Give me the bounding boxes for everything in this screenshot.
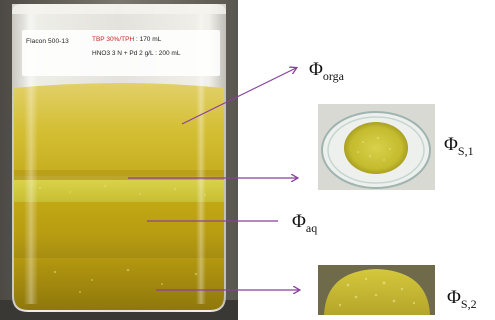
label-phi-s1: ΦS,1 (444, 135, 474, 157)
phi-subscript: S,2 (460, 297, 477, 311)
phi-subscript: aq (305, 221, 318, 235)
flask-organic-volume: : 170 mL (134, 36, 162, 43)
phi-symbol: Φ (444, 134, 458, 155)
solid-closeup-photo (318, 265, 435, 315)
flask-code-text: Flacon 500-13 (26, 38, 69, 45)
phi-subscript: S,1 (457, 144, 474, 158)
petri-dish-photo (318, 104, 435, 190)
solid-closeup-image (318, 265, 435, 315)
label-phi-aq: Φaq (292, 212, 317, 234)
flask-photo: Flacon 500-13 TBP 30%/TPH : 170 mL HNO3 … (0, 0, 238, 320)
flask-organic-text: TBP 30%/TPH (92, 36, 135, 43)
flask-composition-line2: HNO3 3 N + Pd 2 g/L : 200 mL (92, 50, 181, 57)
label-phi-orga: Φorga (309, 60, 344, 82)
flask-composition-line1: TBP 30%/TPH : 170 mL (92, 36, 161, 43)
label-phi-s2: ΦS,2 (447, 288, 477, 310)
flask-sticker: Flacon 500-13 TBP 30%/TPH : 170 mL HNO3 … (22, 30, 220, 76)
phi-symbol: Φ (292, 211, 306, 232)
phi-symbol: Φ (309, 59, 323, 80)
phi-symbol: Φ (447, 287, 461, 308)
phi-subscript: orga (322, 69, 344, 83)
petri-dish-image (318, 104, 435, 190)
